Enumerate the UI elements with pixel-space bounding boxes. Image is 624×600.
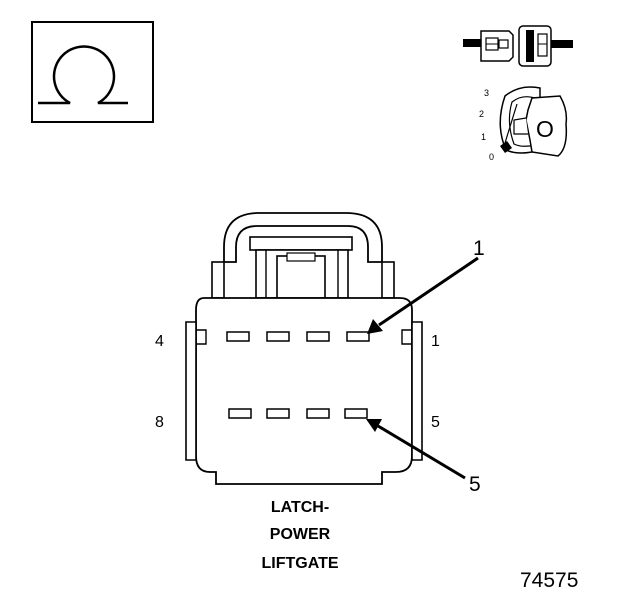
ignition-position-2: 2	[479, 109, 484, 119]
connector-name-line-1: LATCH-	[271, 499, 329, 516]
pin-cavity-2	[306, 331, 330, 342]
disconnected-connector-icon	[463, 25, 573, 67]
callout-arrow-5	[366, 419, 466, 480]
connector-name-line-2: POWER	[270, 526, 331, 543]
ohmmeter-icon	[31, 21, 154, 123]
pin-cavity-7	[266, 408, 290, 419]
key-position-label: O	[536, 116, 554, 142]
pin-label-1: 1	[431, 333, 440, 350]
connector-body	[185, 212, 423, 485]
callout-label-1: 1	[473, 237, 485, 260]
ignition-position-1: 1	[481, 132, 486, 142]
connector-name-line-3: LIFTGATE	[261, 555, 338, 572]
pin-label-4: 4	[155, 333, 164, 350]
pin-cavity-6	[306, 408, 330, 419]
pin-cavity-3	[266, 331, 290, 342]
callout-arrow-1	[367, 256, 479, 334]
pin-cavity-8	[228, 408, 252, 419]
pin-label-5: 5	[431, 414, 440, 431]
pin-label-8: 8	[155, 414, 164, 431]
ignition-position-0: 0	[489, 152, 494, 162]
pin-cavity-5	[344, 408, 368, 419]
callout-label-5: 5	[469, 473, 481, 496]
figure-number: 74575	[520, 569, 578, 592]
pin-cavity-4	[226, 331, 250, 342]
connector-pins	[226, 331, 370, 419]
ignition-key-off-icon: 3 2 1 0 O	[479, 86, 568, 162]
pin-cavity-1	[346, 331, 370, 342]
ignition-position-3: 3	[484, 88, 489, 98]
